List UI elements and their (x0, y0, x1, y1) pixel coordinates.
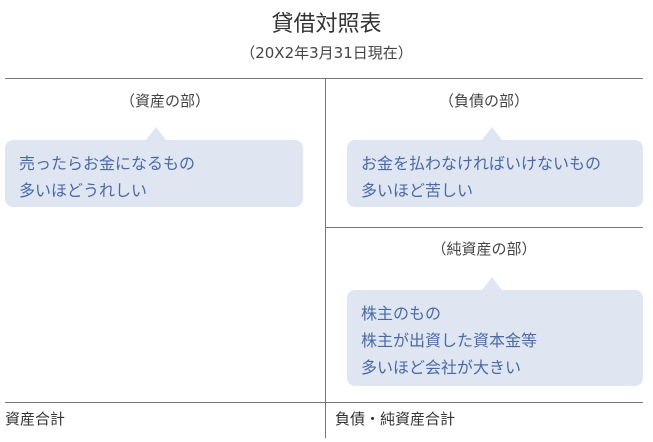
top-rule (5, 78, 643, 79)
net-assets-note-line-2: 株主が出資した資本金等 (361, 331, 538, 350)
bottom-rule (5, 402, 643, 403)
center-divider (325, 78, 326, 438)
liabilities-net-assets-divider (325, 227, 643, 228)
net-assets-note-line-1: 株主のもの (361, 304, 442, 323)
net-assets-section-label: （純資産の部） (431, 240, 537, 258)
assets-total-label: 資産合計 (5, 410, 66, 428)
net-assets-note-line-3: 多いほど会社が大きい (361, 358, 522, 377)
liabilities-note-bubble: お金を払わなければいけないもの 多いほど苦しい (347, 127, 643, 207)
page-title: 貸借対照表 (271, 12, 382, 37)
liabilities-section-label: （負債の部） (438, 92, 529, 110)
assets-note-line-1: 売ったらお金になるもの (19, 154, 196, 173)
assets-section-label: （資産の部） (119, 92, 210, 110)
liabilities-net-assets-total-label: 負債・純資産合計 (335, 410, 456, 428)
net-assets-note-bubble: 株主のもの 株主が出資した資本金等 多いほど会社が大きい (347, 277, 643, 386)
liabilities-note-line-1: お金を払わなければいけないもの (361, 154, 602, 173)
page-subtitle: （20X2年3月31日現在） (240, 44, 413, 62)
liabilities-note-line-2: 多いほど苦しい (361, 181, 474, 200)
assets-note-line-2: 多いほどうれしい (19, 181, 148, 200)
assets-note-bubble: 売ったらお金になるもの 多いほどうれしい (5, 127, 303, 207)
